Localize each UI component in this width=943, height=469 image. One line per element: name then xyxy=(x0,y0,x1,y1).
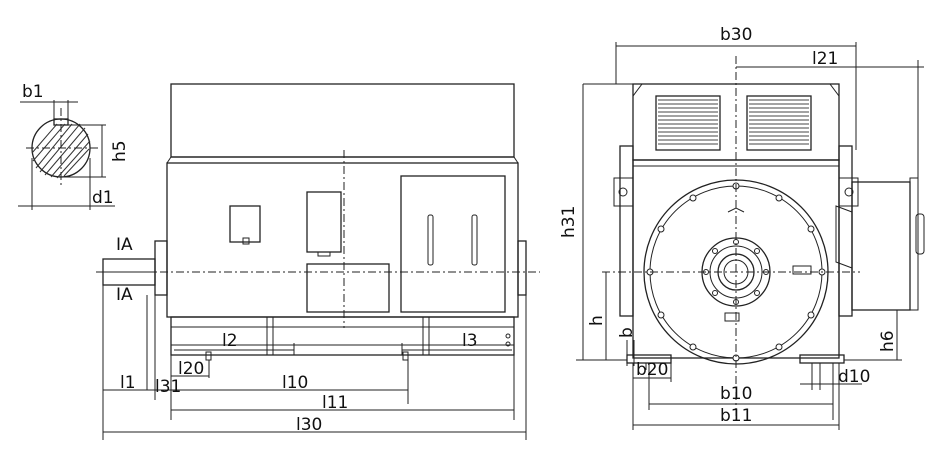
label-IA-top: IA xyxy=(116,235,133,255)
end-view xyxy=(576,42,925,430)
shaft-section-detail xyxy=(18,100,115,210)
label-l11: l11 xyxy=(322,393,348,413)
label-l3: l3 xyxy=(462,331,478,351)
label-b10: b10 xyxy=(720,384,752,404)
label-IA-bottom: IA xyxy=(116,285,133,305)
label-b: b xyxy=(617,327,637,338)
label-b11: b11 xyxy=(720,406,752,426)
label-l1: l1 xyxy=(120,373,136,393)
label-b1: b1 xyxy=(22,82,44,102)
label-l10: l10 xyxy=(282,373,308,393)
label-h5: h5 xyxy=(110,140,130,162)
label-l2: l2 xyxy=(222,331,238,351)
label-h: h xyxy=(587,315,607,326)
label-l21: l21 xyxy=(812,49,838,69)
side-view xyxy=(96,83,540,440)
label-d10: d10 xyxy=(838,367,870,387)
label-h31: h31 xyxy=(559,206,579,238)
label-b30: b30 xyxy=(720,25,752,45)
label-b20: b20 xyxy=(636,360,668,380)
label-d1: d1 xyxy=(92,188,114,208)
label-l31: l31 xyxy=(155,377,181,397)
label-h6: h6 xyxy=(878,330,898,352)
label-l20: l20 xyxy=(178,359,204,379)
label-l30: l30 xyxy=(296,415,322,435)
